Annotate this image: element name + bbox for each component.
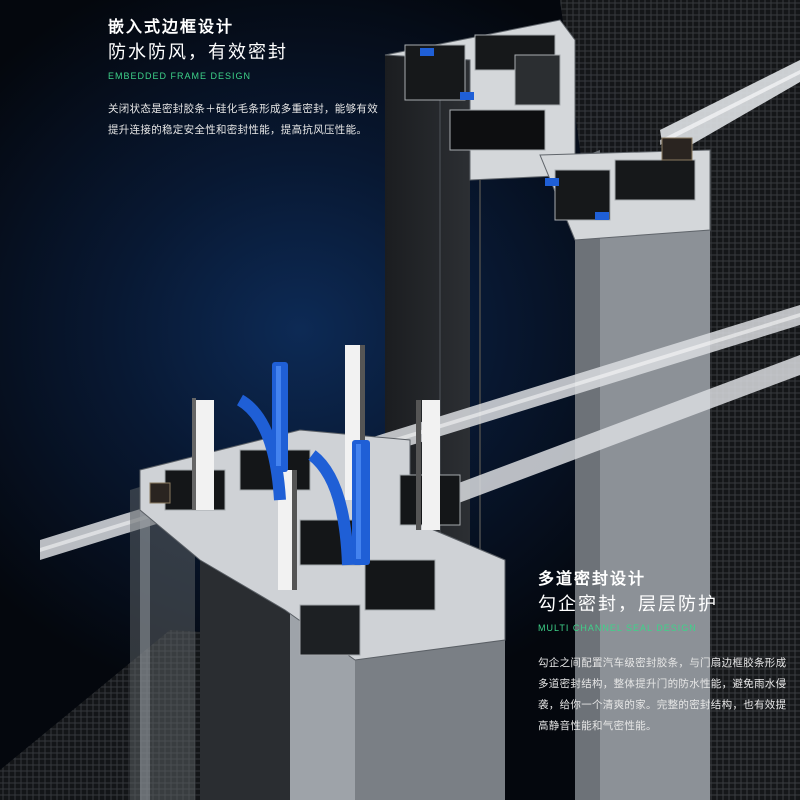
blue-seal-gaskets <box>236 362 370 566</box>
section-subtitle: 勾企密封，层层防护 <box>538 594 718 615</box>
multi-channel-seal-section: 多道密封设计 勾企密封，层层防护 MULTI CHANNEL SEAL DESI… <box>538 568 793 737</box>
section-description: 勾企之间配置汽车级密封胶条，与门扇边框胶条形成多道密封结构，整体提升门的防水性能… <box>538 657 787 732</box>
lower-left-glass <box>130 470 195 800</box>
section-title: 多道密封设计 <box>538 569 647 588</box>
upper-glass-pane <box>660 60 800 161</box>
section-subtitle: 防水防风，有效密封 <box>108 42 288 63</box>
lower-frame-profile <box>139 429 506 800</box>
embedded-frame-section: 嵌入式边框设计 防水防风，有效密封 EMBEDDED FRAME DESIGN … <box>108 16 378 141</box>
section-title: 嵌入式边框设计 <box>108 17 235 36</box>
section-english-title: MULTI CHANNEL SEAL DESIGN <box>538 623 697 633</box>
section-english-title: EMBEDDED FRAME DESIGN <box>108 71 252 81</box>
section-description: 关闭状态是密封胶条＋硅化毛条形成多重密封，能够有效提升连接的稳定安全性和密封性能… <box>108 103 378 136</box>
